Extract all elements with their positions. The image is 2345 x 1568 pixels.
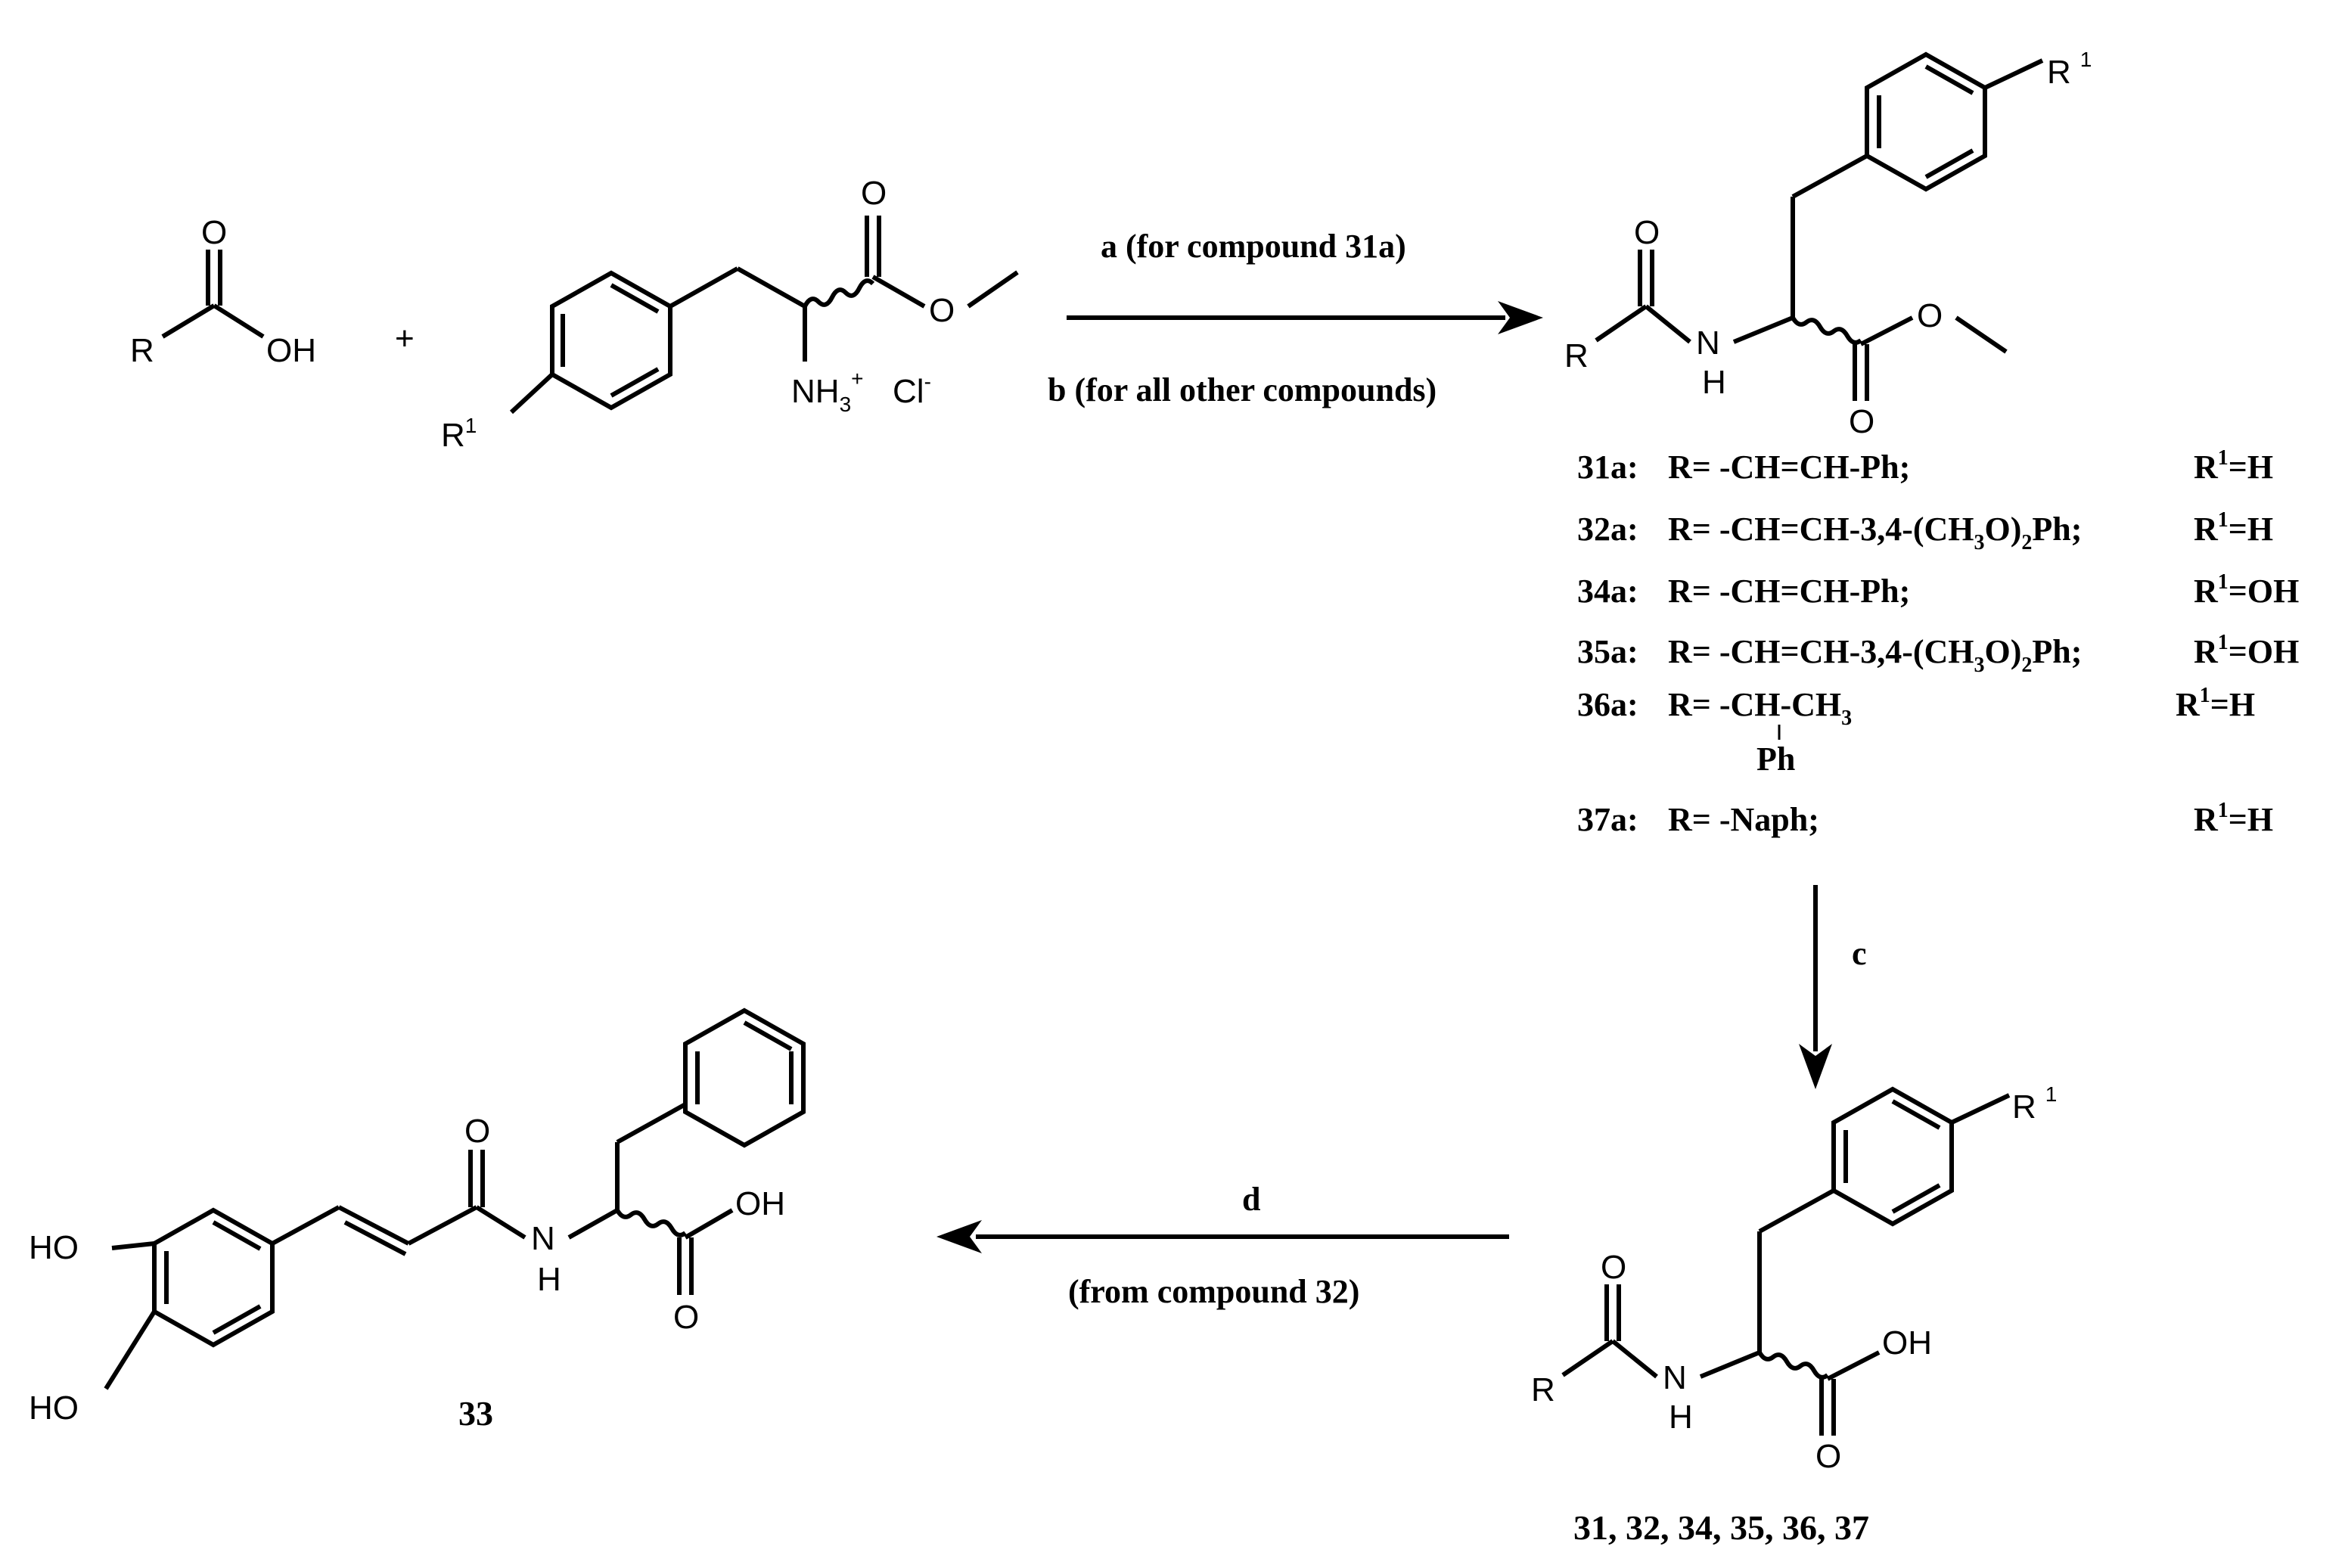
arrow-d-bottom-label: (from compound 32) (1068, 1273, 1359, 1310)
list-37a-r: R= -Naph; (1668, 801, 1819, 838)
arrow-ab-bottom-label: b (for all other compounds) (1048, 371, 1437, 408)
ester-r1-label: R1 (441, 414, 477, 454)
list-34a-id: 34a: (1577, 573, 1638, 610)
list-35a-r: R= -CH=CH-3,4-(CH3O)2Ph; (1668, 633, 2082, 677)
int-n-label: N (1696, 324, 1720, 362)
acid-o-label: O (201, 214, 227, 251)
arrow-step-d: d (from compound 32) (936, 1181, 1509, 1310)
int-r-label: R (1564, 337, 1589, 374)
c33-compound-number: 33 (458, 1394, 493, 1433)
int-h-label: H (1702, 364, 1726, 401)
list-35a-id: 35a: (1577, 633, 1638, 670)
list-31a-r1: R1=H (2194, 446, 2273, 486)
arrow-step-c: c (1799, 885, 1867, 1089)
acid-compound-numbers: 31, 32, 34, 35, 36, 37 (1573, 1508, 1869, 1547)
c33-carbonyl-o-label: O (464, 1113, 490, 1150)
chloride-label: Cl- (893, 370, 931, 410)
compound-list: 31a: R= -CH=CH-Ph; R1=H 32a: R= -CH=CH-3… (1577, 446, 2299, 838)
acid-n-label: N (1663, 1359, 1687, 1396)
list-37a-id: 37a: (1577, 801, 1638, 838)
compound-33-structure: HO HO O N H OH O 33 (29, 1008, 806, 1433)
int-ester-o-label: O (1917, 297, 1943, 334)
acid-carbonyl-o-label: O (1601, 1249, 1626, 1286)
list-36a-r: R= -CH-CH3 (1668, 686, 1852, 730)
acid-product-r-label: R (1531, 1371, 1555, 1408)
list-34a-r: R= -CH=CH-Ph; (1668, 573, 1910, 610)
list-31a-id: 31a: (1577, 449, 1638, 486)
int-carbonyl-o-label: O (1634, 214, 1660, 251)
acid-dbl-o-label: O (1815, 1438, 1841, 1475)
ester-carbonyl-o-label: O (861, 175, 887, 212)
c33-ho-top-label: HO (29, 1229, 79, 1266)
ammonium-label: NH3+ (791, 367, 864, 416)
list-37a-r1: R1=H (2194, 799, 2273, 838)
ester-o-label: O (929, 292, 955, 329)
int-dbl-o-label: O (1849, 403, 1874, 440)
arrow-ab-top-label: a (for compound 31a) (1101, 228, 1406, 265)
c33-dbl-o-label: O (673, 1299, 699, 1336)
acid-oh-product-label: OH (1882, 1324, 1932, 1362)
amino-ester-structure: R1 O O NH3+ Cl- (441, 175, 1019, 454)
plus-sign: + (395, 320, 415, 357)
list-36a-branch: Ph (1756, 741, 1795, 778)
acid-r-label: R (130, 332, 154, 369)
c33-h-label: H (537, 1261, 561, 1298)
arrow-d-top-label: d (1242, 1181, 1260, 1218)
list-32a-r: R= -CH=CH-3,4-(CH3O)2Ph; (1668, 511, 2082, 554)
list-36a-r1: R1=H (2176, 684, 2255, 723)
list-35a-r1: R1=OH (2194, 631, 2299, 670)
c33-n-label: N (531, 1220, 555, 1257)
list-32a-r1: R1=H (2194, 508, 2273, 548)
c33-ho-bottom-label: HO (29, 1389, 79, 1427)
list-31a-r: R= -CH=CH-Ph; (1668, 449, 1910, 486)
list-32a-id: 32a: (1577, 511, 1638, 548)
arrow-c-label: c (1852, 935, 1867, 972)
carboxylic-acid-structure: R O OH (130, 214, 316, 369)
list-36a-id: 36a: (1577, 686, 1638, 723)
acid-h-label: H (1669, 1399, 1693, 1436)
c33-oh-label: OH (735, 1185, 785, 1222)
list-34a-r1: R1=OH (2194, 570, 2299, 610)
arrow-step-ab: a (for compound 31a) b (for all other co… (1048, 228, 1543, 408)
acid-oh-label: OH (266, 332, 316, 369)
